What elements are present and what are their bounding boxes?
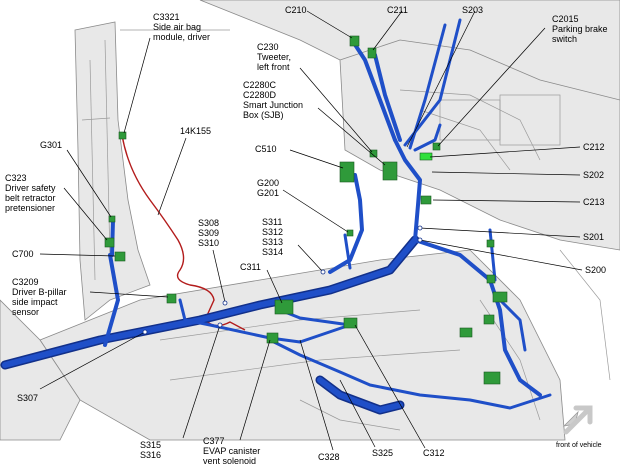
label-c230: C230 Tweeter, left front: [257, 42, 292, 72]
connector-c230: [369, 149, 378, 158]
connector-c3321: [118, 131, 127, 140]
label-c510: C510: [255, 144, 277, 154]
label-c2280: C2280C C2280D Smart Junction Box (SJB): [243, 80, 304, 120]
connector-r1: [486, 274, 496, 284]
label-s201: S201: [583, 232, 605, 242]
label-s308-s310: S308 S309 S310: [198, 218, 220, 248]
connector-s200-area: [486, 239, 495, 248]
label-c700: C700: [12, 249, 34, 259]
label-c312: C312: [423, 448, 445, 458]
connector-c312: [343, 317, 358, 329]
front-arrow-icon: [562, 405, 593, 435]
connector-c510: [339, 161, 355, 183]
label-s307: S307: [17, 393, 39, 403]
connector-sjb: [382, 161, 398, 181]
connector-c323: [104, 237, 115, 248]
splice-points: [142, 225, 423, 335]
connector-c211: [367, 47, 377, 59]
label-c2015: C2015 Parking brake switch: [552, 14, 608, 44]
label-c3321: C3321 Side air bag module, driver: [153, 12, 211, 42]
connector-r5: [483, 371, 501, 385]
label-s203: S203: [462, 5, 484, 15]
label-c328: C328: [318, 452, 340, 462]
label-c210: C210: [285, 5, 307, 15]
connector-c700: [114, 251, 126, 262]
connector-c311: [274, 299, 294, 315]
label-14k155: 14K155: [180, 126, 212, 136]
label-front-of-vehicle: front of vehicle: [556, 442, 602, 449]
leader-lines: [39, 10, 583, 451]
connector-c212: [419, 152, 433, 161]
label-s311-s314: S311 S312 S313 S314: [262, 217, 284, 257]
connector-c3209: [166, 293, 177, 304]
label-s325: S325: [372, 448, 394, 458]
label-g301: G301: [40, 140, 63, 150]
label-c211: C211: [387, 5, 408, 15]
harness: [0, 18, 552, 415]
connector-c2015: [432, 142, 441, 151]
label-c311: C311: [240, 262, 261, 272]
connector-c377: [266, 332, 279, 344]
label-g200-g201: G200 G201: [257, 178, 280, 198]
connector-r3: [459, 327, 473, 338]
connectors: [104, 35, 508, 385]
connector-c213: [420, 195, 432, 205]
label-c213: C213: [583, 197, 605, 207]
label-s202: S202: [583, 170, 605, 180]
connector-r4: [483, 314, 495, 325]
connector-r2: [492, 291, 508, 303]
connector-c210: [349, 35, 360, 47]
label-c377: C377 EVAP canister vent solenoid: [203, 436, 261, 466]
connector-g301: [108, 215, 116, 223]
connector-g200: [346, 229, 354, 237]
label-s315-s316: S315 S316: [140, 440, 162, 460]
label-s200: S200: [585, 265, 607, 275]
label-c3209: C3209 Driver B-pillar side impact sensor: [12, 277, 67, 317]
label-c323: C323 Driver safety belt retractor preten…: [5, 173, 56, 213]
label-c212: C212: [583, 142, 605, 152]
